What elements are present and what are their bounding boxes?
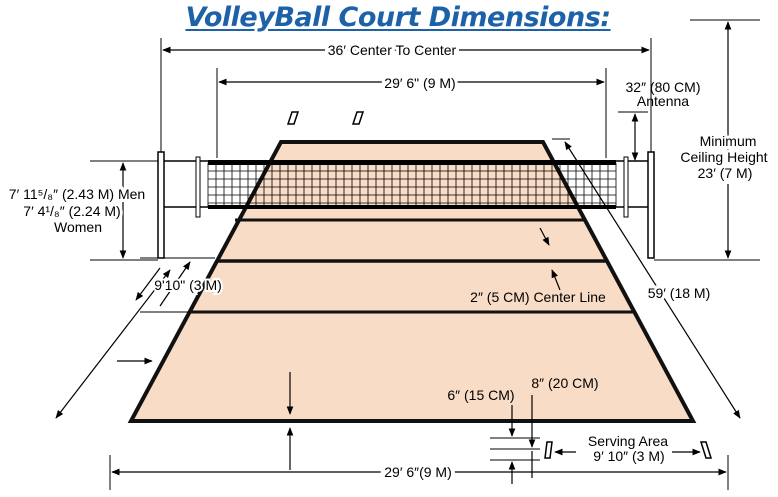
net-height-men-label: 7′ 11⁵/₈″ (2.43 M) Men <box>9 186 145 202</box>
women-label: Women <box>54 219 102 235</box>
court-width-bottom-label: 29′ 6″(9 M) <box>384 464 452 480</box>
antenna-size-label: 32″ (80 CM) <box>626 79 701 95</box>
serving-area-size: 9′ 10″ (3 M) <box>593 448 664 464</box>
court-width-top-label: 29′ 6" (9 M) <box>384 75 455 91</box>
net-height-women-label: 7′ 4¹/₈″ (2.24 M) <box>23 203 120 219</box>
serving-area-title: Serving Area <box>588 433 668 449</box>
right-antenna <box>623 156 629 218</box>
left-post <box>157 151 165 259</box>
dimension-lines <box>55 21 741 484</box>
court-length-label: 59′ (18 M) <box>648 285 711 301</box>
ceiling-label-line1: Minimum <box>700 133 757 149</box>
antenna-label: Antenna <box>637 93 689 109</box>
far-serving-marks <box>286 111 365 125</box>
ceiling-label-line2: Ceiling Height <box>680 149 767 165</box>
court-surface <box>127 140 697 423</box>
center-line-label: 2″ (5 CM) Center Line <box>470 289 606 305</box>
center-to-center-label: 36′ Center To Center <box>328 42 457 58</box>
line-width-label: 6″ (15 CM) <box>447 387 514 403</box>
attack-line-label: 9'10" (3 M) <box>154 277 222 293</box>
left-antenna <box>195 156 201 218</box>
diagram-title: VolleyBall Court Dimensions: <box>185 2 611 33</box>
serving-mark-label: 8″ (20 CM) <box>531 375 598 391</box>
near-serving-marks <box>544 441 713 459</box>
ceiling-label-line3: 23′ (7 M) <box>698 165 753 181</box>
right-post <box>647 151 655 259</box>
